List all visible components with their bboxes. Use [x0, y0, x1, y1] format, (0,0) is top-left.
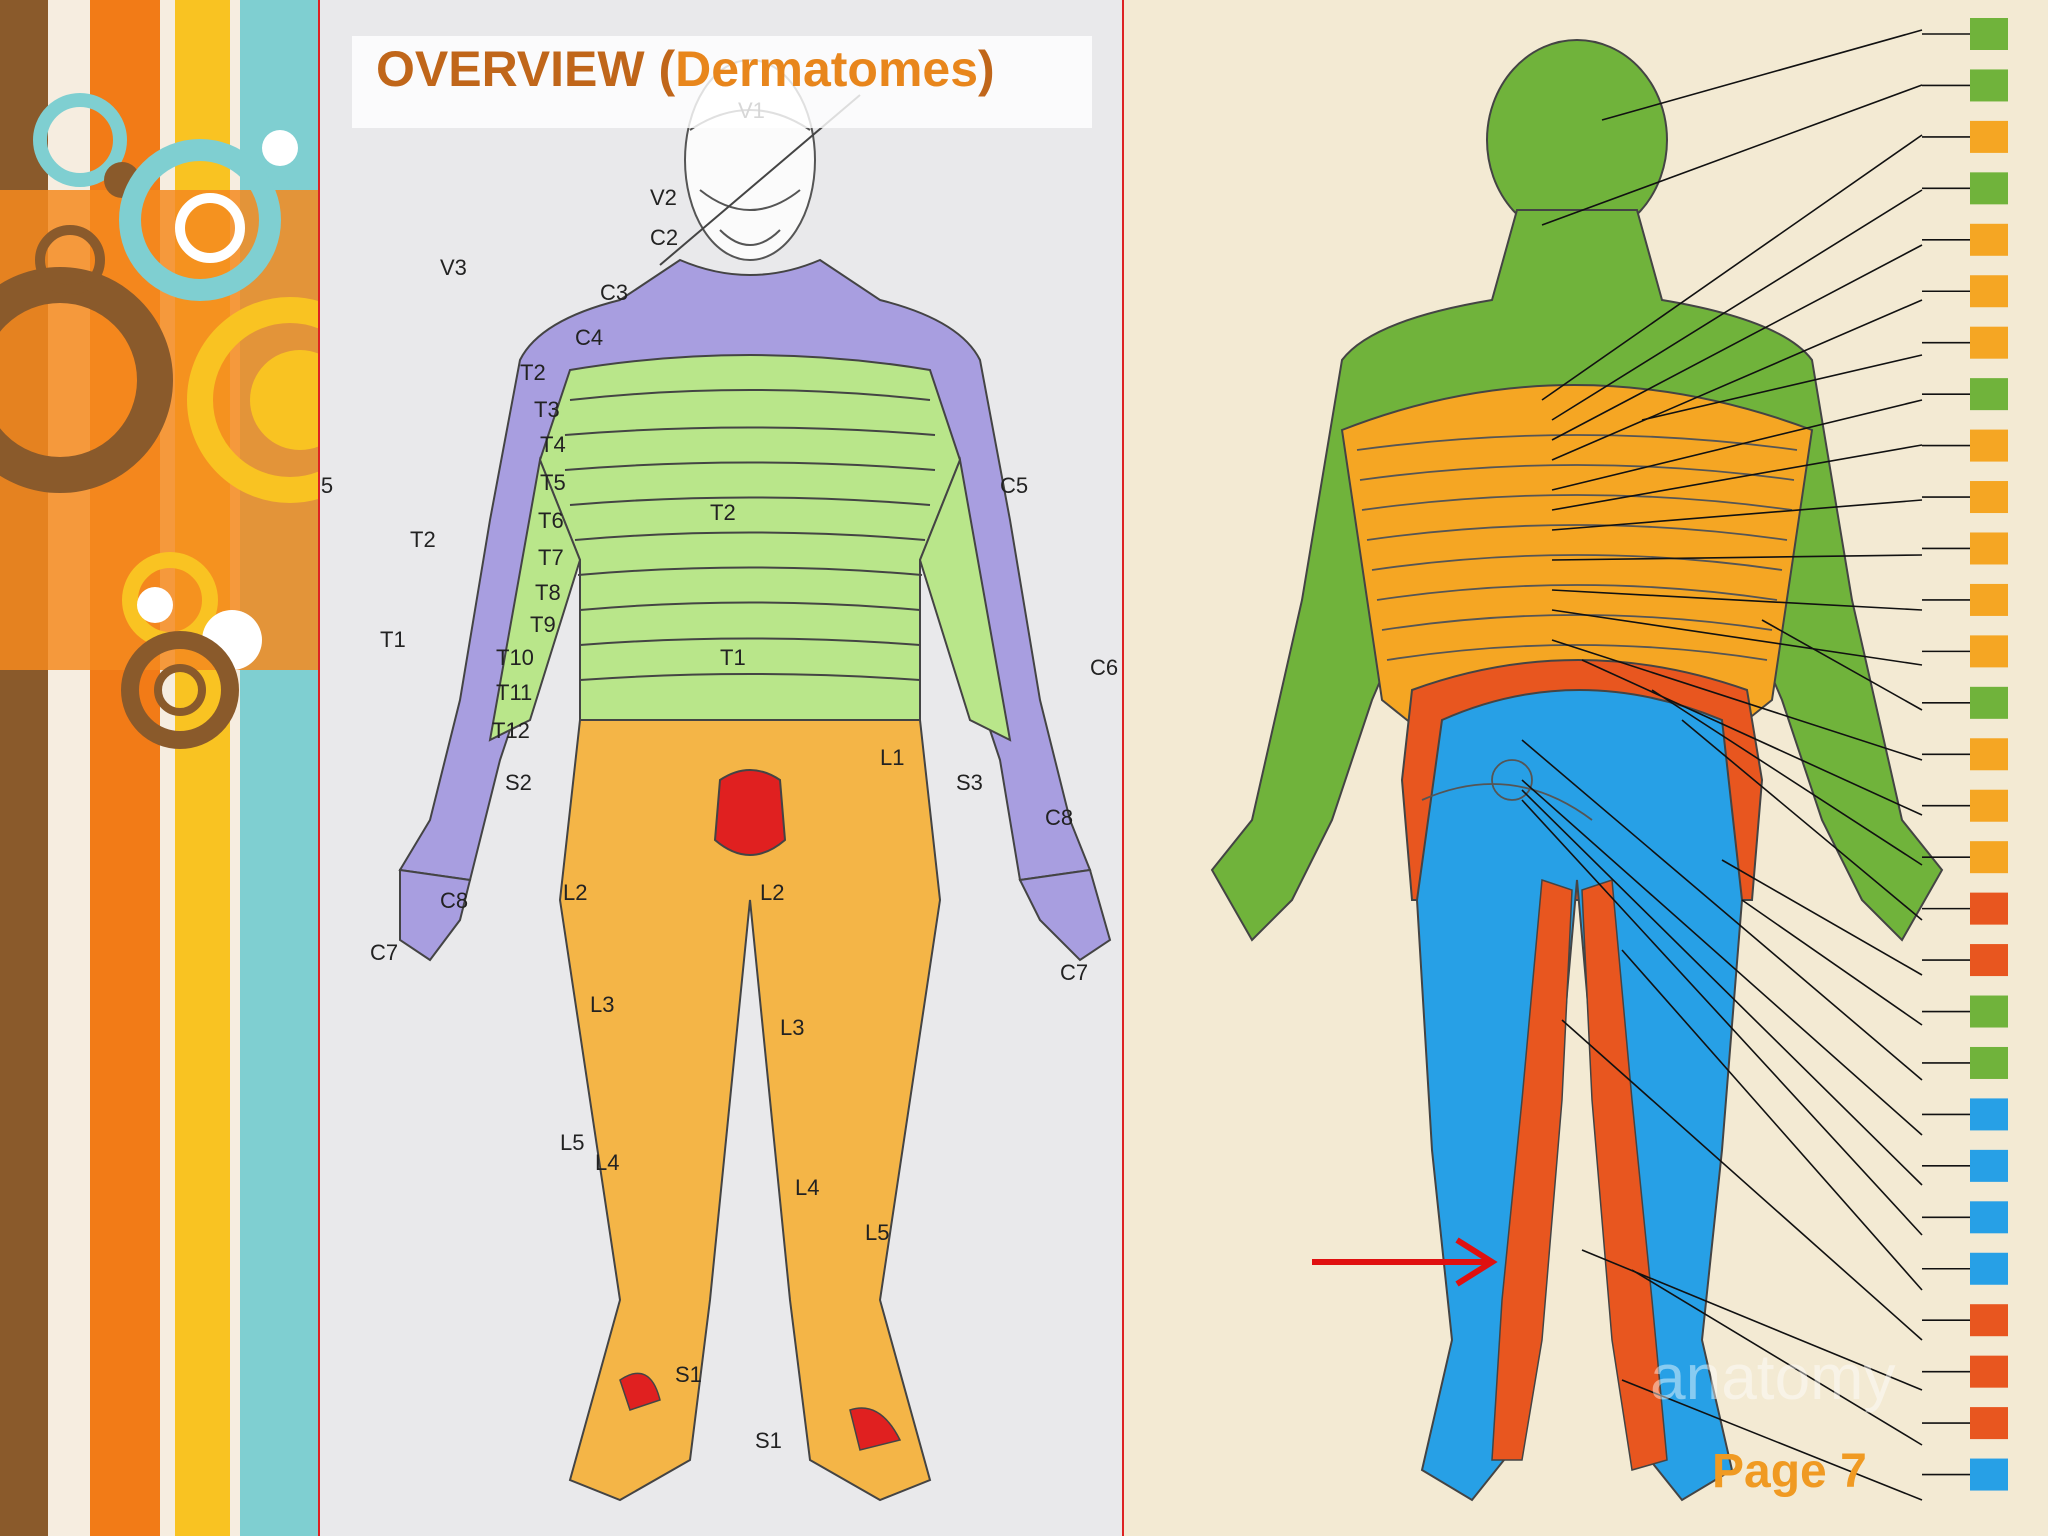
label-s1-left: S1: [675, 1362, 702, 1387]
legend-swatch-orange: [1970, 738, 2008, 771]
title-main: OVERVIEW (: [376, 41, 676, 97]
legend-swatch-orange: [1970, 789, 2008, 822]
title-close: ): [978, 41, 995, 97]
label-s1-right: S1: [755, 1428, 782, 1453]
label-l2-right: L2: [760, 880, 784, 905]
legend-swatch-red: [1970, 892, 2008, 925]
label-t1-right: T1: [720, 645, 746, 670]
label-t9: T9: [530, 612, 556, 637]
legend-swatch-orange: [1970, 635, 2008, 668]
front-dermatome-figure: V1 V2 V3 C2 C3 C4 T2 T3 T4 T5 T6 T7 T8 T…: [318, 0, 1124, 1536]
legend-swatch-red: [1970, 1407, 2008, 1440]
legend-swatch-orange: [1970, 481, 2008, 514]
label-t4: T4: [540, 432, 566, 457]
legend-swatch-green: [1970, 172, 2008, 205]
back-dermatome-figure: [1122, 0, 2048, 1536]
page-number: Page 7: [1712, 1445, 1867, 1498]
legend-swatch-orange: [1970, 841, 2008, 874]
label-t5: T5: [540, 470, 566, 495]
label-v3: V3: [440, 255, 467, 280]
legend-swatch-blue: [1970, 1201, 2008, 1234]
label-t10: T10: [496, 645, 534, 670]
label-t7: T7: [538, 545, 564, 570]
legend-swatch-blue: [1970, 1098, 2008, 1131]
legend-swatch-red: [1970, 1355, 2008, 1388]
label-c8-right: C8: [1045, 805, 1073, 830]
decorative-background: [0, 0, 320, 1536]
label-s2: S2: [505, 770, 532, 795]
label-l4-left: L4: [595, 1150, 619, 1175]
page-title: OVERVIEW (Dermatomes): [376, 40, 995, 98]
legend-swatch-green: [1970, 686, 2008, 719]
label-l5-right: L5: [865, 1220, 889, 1245]
legend-swatch-orange: [1970, 583, 2008, 616]
label-t1-left: T1: [380, 627, 406, 652]
legend-swatch-blue: [1970, 1149, 2008, 1182]
red-arrow: [1312, 1237, 1498, 1287]
label-l2-left: L2: [563, 880, 587, 905]
label-t6: T6: [538, 508, 564, 533]
label-v2: V2: [650, 185, 677, 210]
legend-swatch-orange: [1970, 326, 2008, 359]
label-l3-right: L3: [780, 1015, 804, 1040]
legend-swatch-blue: [1970, 1252, 2008, 1285]
watermark: anatomy: [1650, 1341, 1896, 1413]
legend-swatch-orange: [1970, 120, 2008, 153]
legend-swatch-orange: [1970, 275, 2008, 308]
label-s3: S3: [956, 770, 983, 795]
label-t3: T3: [534, 397, 560, 422]
label-t11: T11: [496, 680, 532, 705]
label-c5-right: C5: [1000, 473, 1028, 498]
label-c7-right: C7: [1060, 960, 1088, 985]
legend-swatch-red: [1970, 1304, 2008, 1337]
label-c6-right: C6: [1090, 655, 1118, 680]
label-t2-right: T2: [710, 500, 736, 525]
legend-swatch-orange: [1970, 223, 2008, 256]
legend-swatch-green: [1970, 18, 2008, 50]
title-subtitle: Dermatomes: [675, 41, 979, 97]
label-l1: L1: [880, 745, 904, 770]
label-c4: C4: [575, 325, 603, 350]
legend-swatch-blue: [1970, 1458, 2008, 1491]
legend-swatch-green: [1970, 995, 2008, 1028]
label-l4-right: L4: [795, 1175, 819, 1200]
legend-swatches: [1922, 18, 2008, 1491]
label-c5-left: C5: [320, 473, 333, 498]
label-c8-left: C8: [440, 888, 468, 913]
label-c2: C2: [650, 225, 678, 250]
title-banner: [352, 36, 1092, 128]
label-c3: C3: [600, 280, 628, 305]
label-c7-left: C7: [370, 940, 398, 965]
legend-swatch-red: [1970, 944, 2008, 977]
label-t2: T2: [520, 360, 546, 385]
legend-swatch-green: [1970, 69, 2008, 102]
legend-swatch-orange: [1970, 532, 2008, 565]
label-l5-left: L5: [560, 1130, 584, 1155]
label-t12: T12: [492, 718, 530, 743]
legend-swatch-green: [1970, 378, 2008, 411]
label-t2-left: T2: [410, 527, 436, 552]
legend-swatch-green: [1970, 1046, 2008, 1079]
legend-swatch-orange: [1970, 429, 2008, 462]
label-l3-left: L3: [590, 992, 614, 1017]
label-t8: T8: [535, 580, 561, 605]
